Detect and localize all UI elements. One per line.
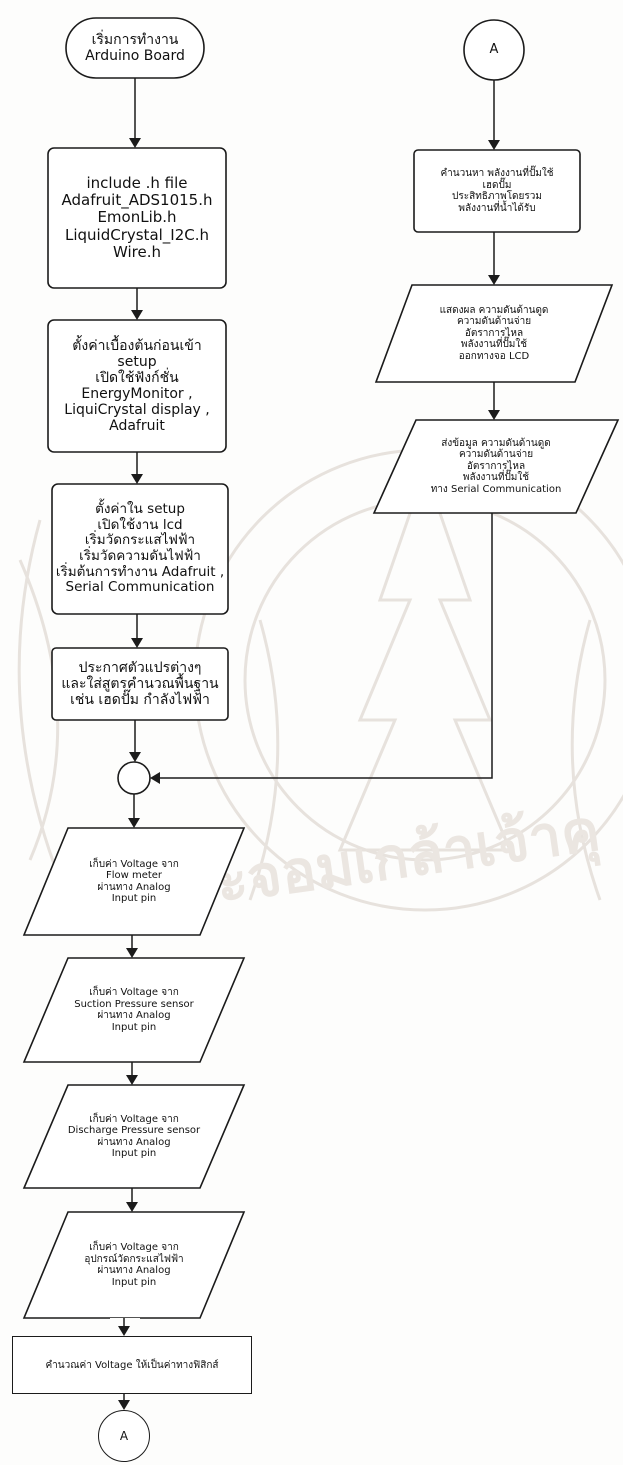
connector-a-top-label: A	[489, 41, 499, 57]
declare-vars-label: ประกาศตัวแปรต่างๆ และใส่สูตรคำนวณพื้นฐาน…	[52, 648, 228, 720]
display-lcd-label: แสดงผล ความดันด้านดูด ความดันด้านจ่าย อั…	[394, 285, 594, 382]
include-files-label: include .h file Adafruit_ADS1015.h EmonL…	[48, 148, 226, 288]
pre-setup-line-1: ตั้งค่าเบื้องต้นก่อนเข้า	[72, 337, 202, 354]
read-flow-line-2: Flow meter	[105, 870, 163, 881]
compute-box	[413, 149, 581, 233]
setup-line-2: เปิดใช้งาน lcd	[97, 516, 183, 533]
read-discharge-line-3: ผ่านทาง Analog	[97, 1136, 171, 1148]
setup-line-1: ตั้งค่าใน setup	[95, 501, 185, 518]
declare-line-2: และใส่สูตรคำนวณพื้นฐาน	[61, 675, 219, 692]
read-suction-line-1: เก็บค่า Voltage จาก	[89, 987, 179, 998]
pre-setup-line-6: Adafruit	[109, 418, 165, 435]
convert-label: คำนวณค่า Voltage ให้เป็นค่าทางฟิสิกส์	[45, 1359, 219, 1371]
include-line-1: include .h file	[86, 173, 188, 192]
send-line-4: พลังงานที่ปั๊มใช้	[462, 472, 530, 484]
connector-a-bottom-label: A	[119, 1429, 129, 1443]
setup-line-5: เริ่มต้นการทำงาน Adafruit ,	[55, 563, 225, 580]
include-line-4: LiquidCrystal_I2C.h	[64, 225, 210, 244]
include-line-5: Wire.h	[112, 242, 161, 261]
read-current-label: เก็บค่า Voltage จาก อุปกรณ์วัดกระแสไฟฟ้า…	[46, 1212, 222, 1318]
declare-vars-box	[51, 647, 229, 721]
read-current-line-1: เก็บค่า Voltage จาก	[89, 1242, 179, 1253]
send-line-1: ส่งข้อมูล ความดันด้านดูด	[441, 437, 551, 449]
read-flow-line-4: Input pin	[111, 893, 157, 904]
read-flow-line-1: เก็บค่า Voltage จาก	[89, 858, 179, 870]
start-line-2: Arduino Board	[85, 48, 185, 64]
pre-setup-line-4: EnergyMonitor ,	[81, 386, 193, 402]
compute-label: คำนวนหา พลังงานที่ปั๊มใช้ เฮดปั๊ม ประสิท…	[414, 150, 580, 232]
setup-box	[51, 483, 229, 615]
display-line-1: แสดงผล ความดันด้านดูด	[439, 304, 549, 316]
read-current-line-2: อุปกรณ์วัดกระแสไฟฟ้า	[84, 1253, 184, 1265]
display-line-2: ความดันด้านจ่าย	[456, 316, 532, 328]
read-current-parallelogram	[22, 1211, 246, 1319]
display-line-4: พลังงานที่ปั๊มใช้	[460, 339, 528, 351]
read-discharge-line-4: Input pin	[111, 1148, 157, 1159]
send-line-2: ความดันด้านจ่าย	[458, 449, 534, 461]
send-serial-label: ส่งข้อมูล ความดันด้านดูด ความดันด้านจ่าย…	[395, 420, 597, 513]
start-terminal-label: เริ่มการทำงาน Arduino Board	[66, 18, 204, 78]
setup-line-3: เริ่มวัดกระแสไฟฟ้า	[84, 532, 196, 549]
read-discharge-parallelogram	[22, 1084, 246, 1189]
send-line-5: ทาง Serial Communication	[430, 483, 562, 495]
display-line-5: ออกทางจอ LCD	[458, 350, 530, 362]
read-flow-parallelogram	[22, 827, 246, 936]
send-serial-parallelogram	[372, 419, 620, 514]
read-flow-line-3: ผ่านทาง Analog	[97, 881, 171, 893]
compute-line-4: พลังงานที่น้ำได้รับ	[458, 202, 536, 214]
declare-line-1: ประกาศตัวแปรต่างๆ	[78, 659, 202, 676]
display-line-3: อัตราการไหล	[464, 327, 524, 339]
pre-setup-line-3: เปิดใช้ฟังก์ชั่น	[95, 369, 179, 386]
read-current-line-3: ผ่านทาง Analog	[97, 1265, 171, 1276]
read-discharge-line-2: Discharge Pressure sensor	[67, 1125, 201, 1136]
include-line-3: EmonLib.h	[97, 208, 177, 227]
read-current-line-4: Input pin	[111, 1276, 157, 1288]
pre-setup-line-2: setup	[117, 353, 157, 370]
declare-line-3: เช่น เฮดปั๊ม กำลังไฟฟ้า	[70, 692, 210, 709]
read-discharge-line-1: เก็บค่า Voltage จาก	[89, 1113, 179, 1125]
read-flow-label: เก็บค่า Voltage จาก Flow meter ผ่านทาง A…	[46, 828, 222, 935]
read-suction-label: เก็บค่า Voltage จาก Suction Pressure sen…	[46, 958, 222, 1062]
compute-line-3: ประสิทธิภาพโดยรวม	[452, 191, 542, 202]
start-line-1: เริ่มการทำงาน	[91, 31, 179, 48]
read-discharge-label: เก็บค่า Voltage จาก Discharge Pressure s…	[46, 1085, 222, 1188]
pre-setup-label: ตั้งค่าเบื้องต้นก่อนเข้า setup เปิดใช้ฟั…	[48, 320, 226, 452]
connector-a-bottom: A	[98, 1410, 150, 1462]
convert-box: คำนวณค่า Voltage ให้เป็นค่าทางฟิสิกส์	[12, 1336, 252, 1394]
setup-label: ตั้งค่าใน setup เปิดใช้งาน lcd เริ่มวัดก…	[52, 484, 228, 614]
read-suction-line-4: Input pin	[111, 1021, 157, 1033]
pre-setup-line-5: LiquiCrystal display ,	[64, 402, 210, 419]
read-suction-parallelogram	[22, 957, 246, 1063]
read-suction-line-2: Suction Pressure sensor	[74, 998, 194, 1010]
compute-line-1: คำนวนหา พลังงานที่ปั๊มใช้	[440, 168, 554, 179]
include-line-2: Adafruit_ADS1015.h	[61, 191, 213, 210]
compute-line-2: เฮดปั๊ม	[482, 179, 512, 191]
send-line-3: อัตราการไหล	[466, 460, 526, 472]
read-suction-line-3: ผ่านทาง Analog	[97, 1010, 171, 1021]
setup-line-6: Serial Communication	[65, 579, 215, 596]
merge-connector	[117, 761, 151, 795]
display-lcd-parallelogram	[374, 284, 614, 383]
setup-line-4: เริ่มวัดความดันไฟฟ้า	[79, 548, 201, 564]
